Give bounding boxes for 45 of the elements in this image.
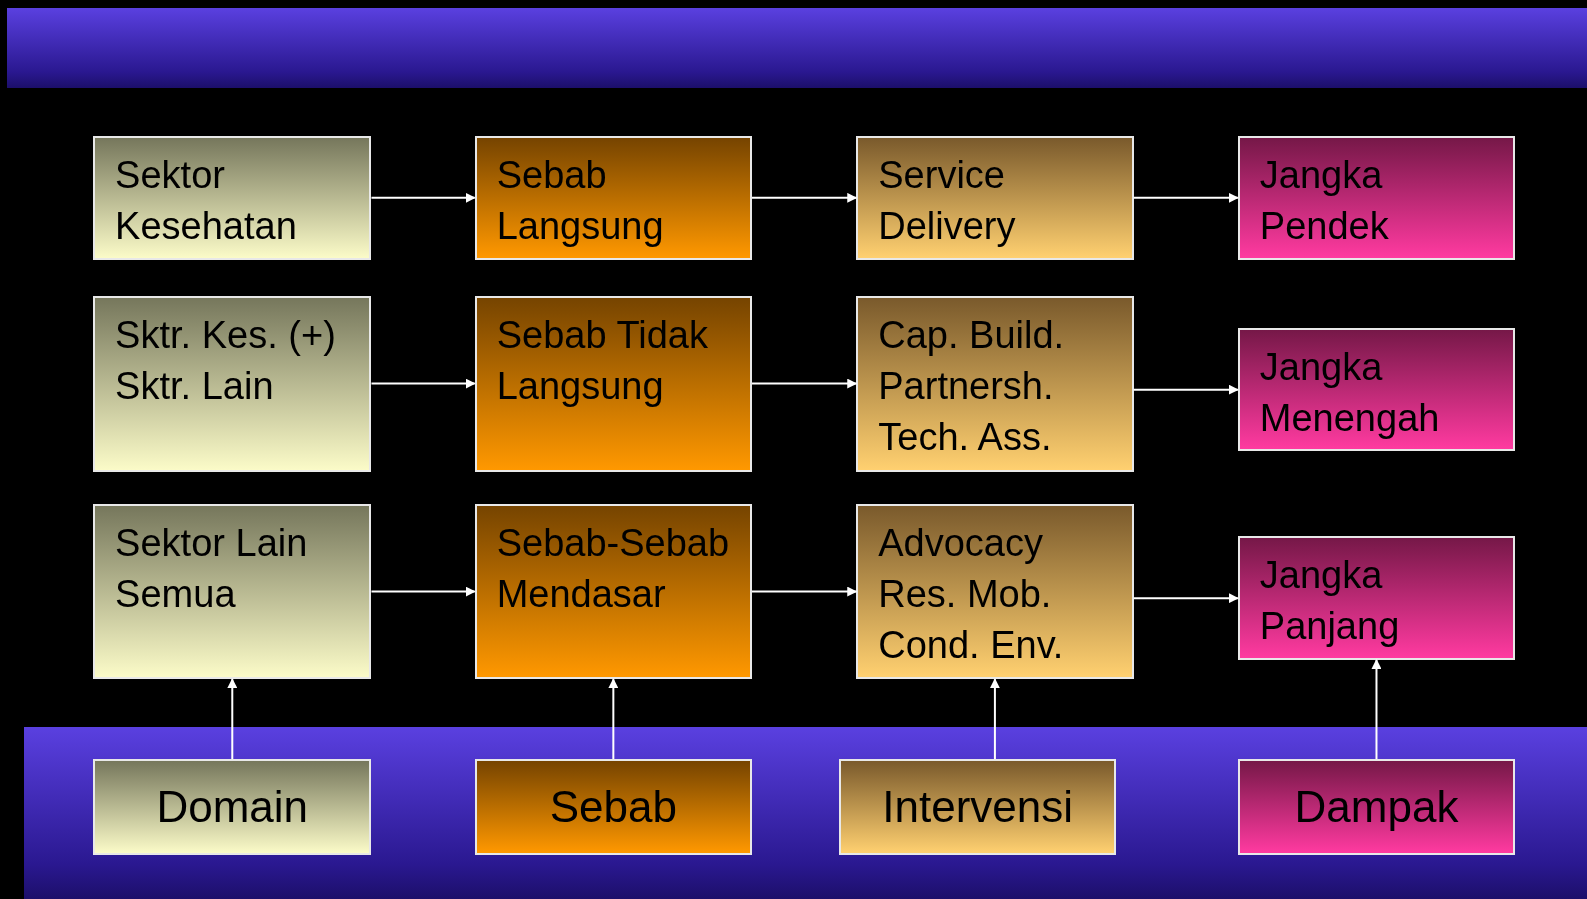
- category-label: Dampak: [1293, 781, 1460, 834]
- arrow: [370, 586, 476, 597]
- box-label: Advocacy Res. Mob. Cond. Env.: [878, 521, 1065, 669]
- process-box: [1237, 327, 1516, 452]
- box-label: Sebab-Sebab Mendasar: [496, 521, 731, 618]
- process-box: [474, 504, 752, 680]
- category-label: Sebab: [548, 781, 678, 834]
- arrow: [1132, 384, 1239, 395]
- process-box: [856, 295, 1134, 472]
- process-box: [474, 295, 752, 472]
- box-label: Sektor Kesehatan: [115, 152, 298, 249]
- process-box: [1237, 536, 1516, 660]
- process-box: [93, 135, 372, 261]
- box-label: Cap. Build. Partnersh. Tech. Ass.: [878, 312, 1066, 460]
- arrow: [370, 192, 476, 203]
- arrow: [1371, 658, 1382, 761]
- process-box: [474, 135, 752, 261]
- box-label: Sebab Langsung: [496, 152, 665, 249]
- arrow: [751, 586, 858, 597]
- box-label: Jangka Pendek: [1259, 152, 1390, 249]
- process-box: [856, 504, 1134, 680]
- category-box: [839, 759, 1117, 856]
- category-box: [474, 759, 752, 856]
- arrow: [751, 378, 858, 389]
- box-label: Sektor Lain Semua: [115, 521, 309, 618]
- arrow: [751, 192, 858, 203]
- arrow: [608, 678, 619, 761]
- category-label: Intervensi: [881, 781, 1075, 834]
- process-box: [93, 295, 372, 472]
- box-label: Sebab Tidak Langsung: [496, 312, 709, 409]
- arrow: [370, 378, 476, 389]
- box-label: Service Delivery: [878, 152, 1017, 249]
- category-box: [1237, 759, 1516, 856]
- process-box: [1237, 135, 1516, 261]
- arrow: [989, 678, 1000, 761]
- arrow: [1132, 192, 1239, 203]
- category-label: Domain: [155, 781, 310, 834]
- process-box: [93, 504, 372, 680]
- box-label: Jangka Menengah: [1259, 344, 1441, 441]
- box-label: Jangka Panjang: [1259, 553, 1401, 650]
- box-label: Sktr. Kes. (+) Sktr. Lain: [115, 312, 337, 409]
- process-box: [856, 135, 1134, 261]
- category-box: [93, 759, 372, 856]
- arrow: [1132, 593, 1239, 604]
- arrow: [227, 678, 238, 761]
